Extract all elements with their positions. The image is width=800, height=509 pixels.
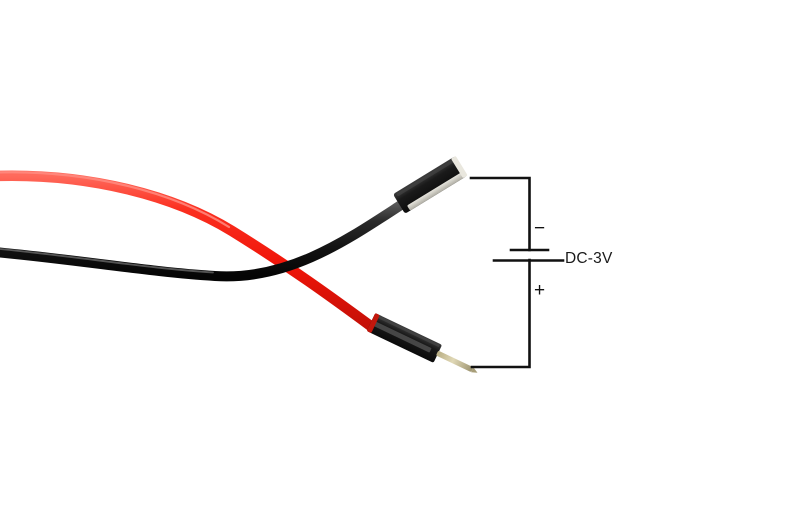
male-connector-groove	[373, 321, 432, 353]
battery-label: DC-3V	[565, 250, 613, 267]
female-connector-housing	[393, 156, 467, 213]
female-connector-trim	[407, 171, 466, 211]
male-connector-pin	[436, 351, 473, 372]
black-wire-highlight	[0, 248, 214, 274]
black-wire	[0, 198, 409, 282]
red-wire	[0, 170, 378, 333]
female-connector	[393, 156, 468, 213]
positive-lead-line	[470, 258, 531, 369]
red-wire-highlight	[0, 171, 231, 229]
battery-positive-sign: +	[534, 280, 545, 301]
black-wire-body	[0, 198, 409, 282]
negative-lead-line	[469, 176, 531, 252]
female-connector-socket-face	[451, 156, 468, 178]
male-connector-pin-tip	[471, 367, 478, 373]
red-wire-body	[0, 170, 378, 333]
battery-circuit	[469, 176, 565, 369]
female-connector-top-sheen	[396, 159, 455, 197]
male-connector-wire-entry	[367, 313, 380, 333]
battery-negative-sign: −	[534, 218, 545, 239]
male-connector-top-sheen	[375, 315, 440, 347]
male-connector	[367, 313, 478, 373]
